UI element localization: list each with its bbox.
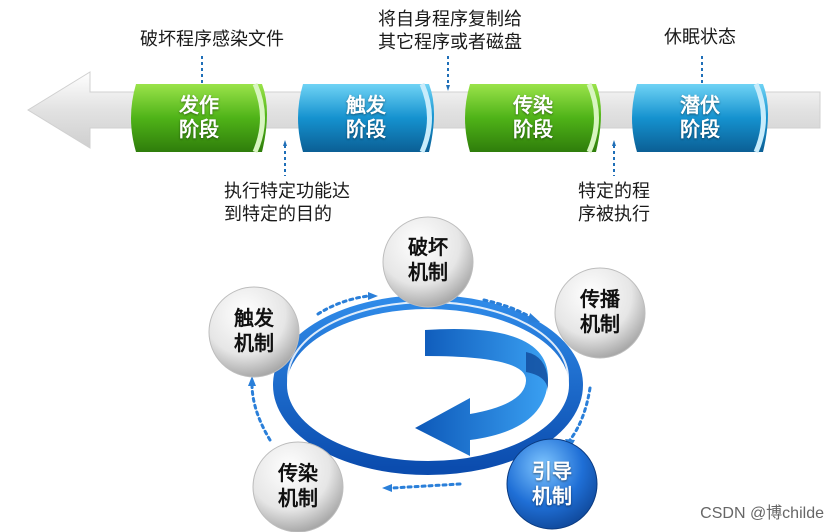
orb-trigger [208, 286, 300, 378]
orb-infect [252, 441, 344, 532]
stage-latent-label: 潜伏 阶段 [637, 94, 763, 142]
mechanism-guide-line1: 引导 [532, 461, 572, 483]
mechanism-destroy-label: 破坏 机制 [383, 236, 473, 286]
annotation-attack: 破坏程序感染文件 [140, 29, 284, 49]
stage-infect-line1: 传染 [513, 95, 553, 117]
mechanism-spread-line1: 传播 [580, 289, 620, 311]
flow-spread-to-guide [568, 386, 592, 442]
mechanism-guide-line2: 机制 [532, 486, 572, 508]
mechanism-trigger-line1: 触发 [234, 308, 274, 330]
annotation-trigger-line2: 到特定的目的 [224, 204, 332, 224]
flow-infect-to-trigger [250, 382, 272, 442]
mechanism-infect-line1: 传染 [278, 463, 318, 485]
mechanism-destroy-line2: 机制 [408, 262, 448, 284]
flow-arrowhead-4 [382, 484, 392, 492]
stage-capsule-latent [632, 82, 768, 154]
watermark: CSDN @博childe [700, 505, 824, 522]
annotation-infect-line1: 将自身程序复制给 [378, 9, 522, 29]
flow-destroy-to-spread [482, 298, 534, 320]
stage-latent-line2: 阶段 [680, 119, 720, 141]
stage-trigger-line1: 触发 [346, 95, 386, 117]
mechanism-spread-line2: 机制 [580, 314, 620, 336]
flow-arrowhead-5 [248, 376, 256, 386]
mechanism-guide-label: 引导 机制 [507, 460, 597, 510]
orb-spread [554, 267, 646, 359]
cycle-swirl-arrow [415, 329, 548, 456]
flow-arrowhead-2 [528, 313, 540, 323]
mechanism-trigger-line2: 机制 [234, 333, 274, 355]
stage-capsule-infect [465, 82, 601, 154]
orb-destroy [382, 216, 474, 308]
mechanism-trigger-label: 触发 机制 [209, 307, 299, 357]
stage-capsule-attack [131, 82, 267, 154]
stage-infect-line2: 阶段 [513, 119, 553, 141]
connector-infect-arrowhead [446, 85, 450, 91]
stage-infect-label: 传染 阶段 [470, 94, 596, 142]
stage-attack-line1: 发作 [179, 95, 219, 117]
flow-arrowhead-1 [368, 292, 378, 300]
stage-capsule-trigger [298, 82, 434, 154]
flow-trigger-to-destroy [316, 294, 370, 316]
annotation-infect-line2: 其它程序或者磁盘 [378, 32, 522, 52]
mechanism-destroy-line1: 破坏 [408, 237, 448, 259]
annotation-activate-line2: 序被执行 [578, 204, 650, 224]
orb-guide [506, 438, 598, 530]
stage-trigger-label: 触发 阶段 [303, 94, 429, 142]
stage-trigger-line2: 阶段 [346, 119, 386, 141]
mechanism-spread-label: 传播 机制 [555, 288, 645, 338]
annotation-latent: 休眠状态 [664, 27, 736, 47]
stage-latent-line1: 潜伏 [680, 95, 720, 117]
mechanism-infect-line2: 机制 [278, 488, 318, 510]
stage-attack-line2: 阶段 [179, 119, 219, 141]
mechanism-infect-label: 传染 机制 [253, 462, 343, 512]
connector-trigger-arrowhead [283, 140, 287, 146]
connector-activate-arrowhead [612, 140, 616, 146]
annotation-trigger-line1: 执行特定功能达 [224, 181, 350, 201]
stage-attack-label: 发作 阶段 [136, 94, 262, 142]
annotation-activate-line1: 特定的程 [578, 181, 650, 201]
flow-guide-to-infect [390, 482, 462, 490]
